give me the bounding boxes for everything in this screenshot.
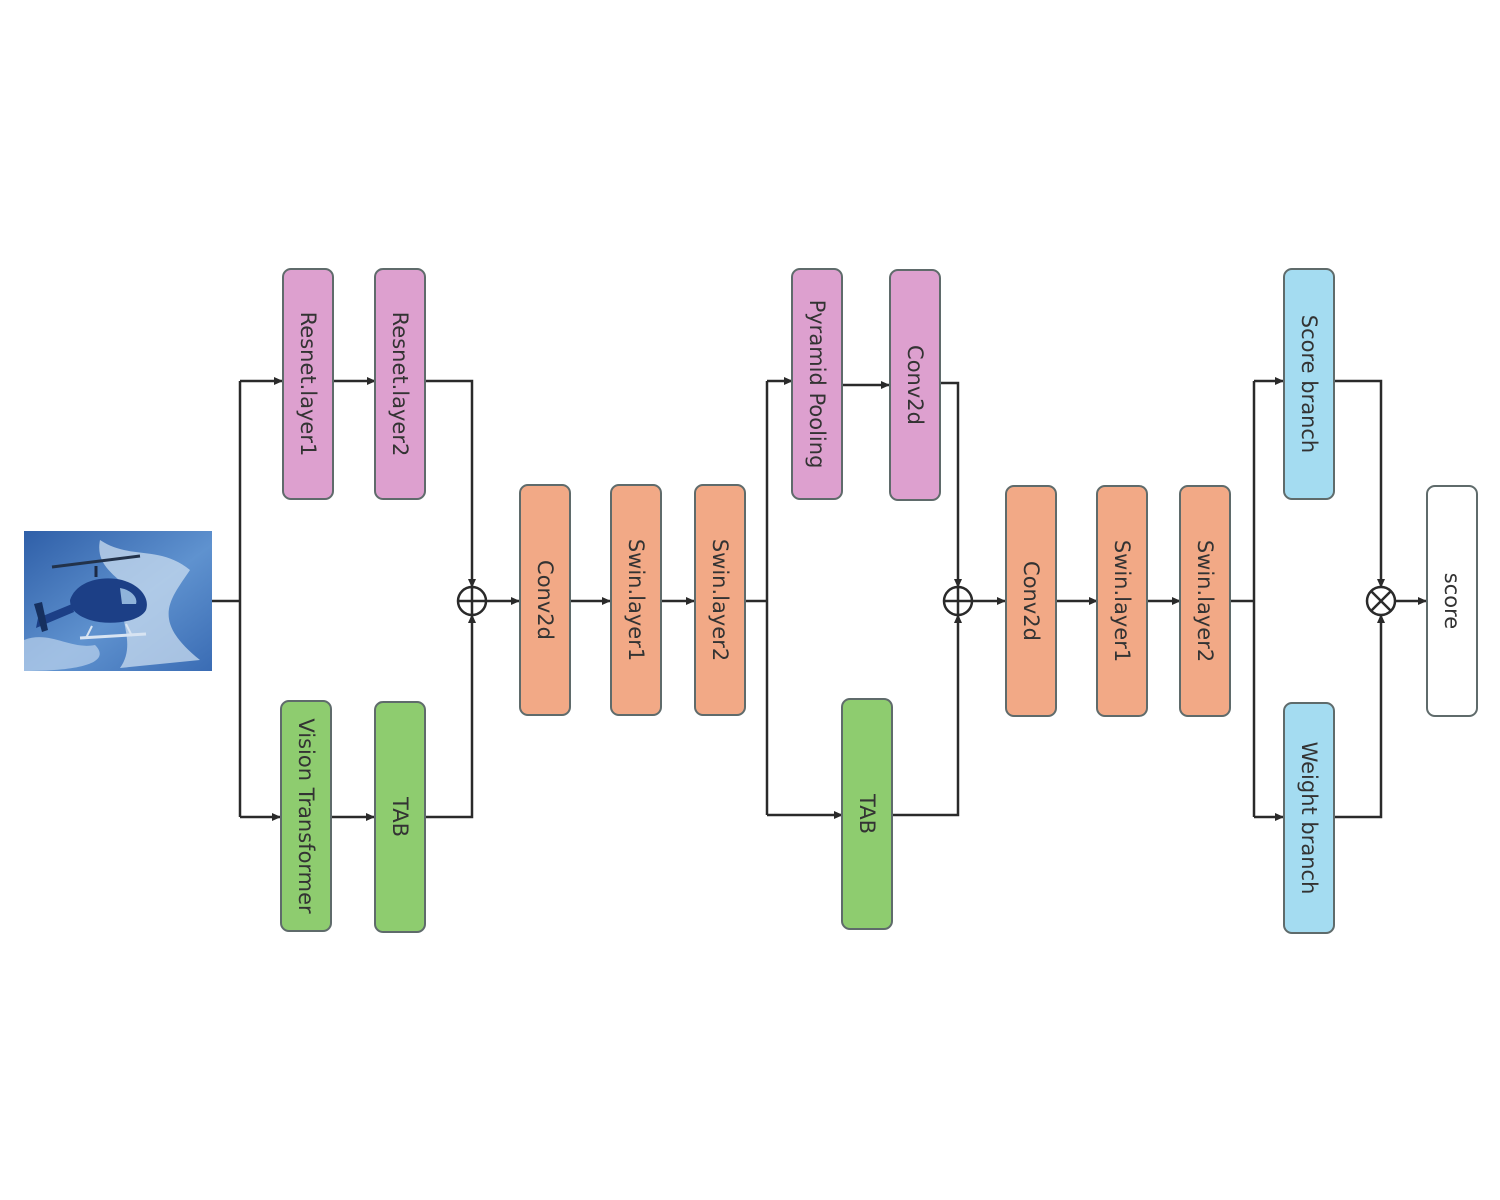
vision-transformer-box: Vision Transformer [280,700,332,932]
resnet-layer2-label: Resnet.layer2 [388,312,412,457]
swin-layer2-label-b: Swin.layer2 [1193,540,1217,662]
swin-layer1-box-a: Swin.layer1 [610,484,662,716]
score-output-label: score [1440,573,1464,629]
sum-operator-icon [456,585,488,617]
helicopter-icon [34,554,147,640]
swin-layer1-label-a: Swin.layer1 [624,539,648,661]
input-image [24,531,212,671]
conv2d-top-box: Conv2d [889,269,941,501]
conv2d-box-1: Conv2d [519,484,571,716]
swin-layer1-label-b: Swin.layer1 [1110,540,1134,662]
score-branch-box: Score branch [1283,268,1335,500]
resnet-layer1-box: Resnet.layer1 [282,268,334,500]
weight-branch-label: Weight branch [1297,742,1321,895]
swin-layer2-box-a: Swin.layer2 [694,484,746,716]
multiply-operator-icon [1365,585,1397,617]
conv2d-label-2: Conv2d [1019,561,1043,641]
conv2d-box-2: Conv2d [1005,485,1057,717]
sum-operator-icon-2 [942,585,974,617]
conv2d-label-1: Conv2d [533,560,557,640]
tab-label-1: TAB [388,796,412,837]
resnet-layer2-box: Resnet.layer2 [374,268,426,500]
vision-transformer-label: Vision Transformer [294,718,318,914]
image-clouds [99,540,200,668]
pyramid-pooling-box: Pyramid Pooling [791,268,843,500]
swin-layer2-label-a: Swin.layer2 [708,539,732,661]
score-output-box: score [1426,485,1478,717]
resnet-layer1-label: Resnet.layer1 [296,312,320,457]
tab-box-2: TAB [841,698,893,930]
tab-label-2: TAB [855,793,879,834]
tab-box-1: TAB [374,701,426,933]
swin-layer2-box-b: Swin.layer2 [1179,485,1231,717]
image-clouds-2 [24,637,100,671]
weight-branch-box: Weight branch [1283,702,1335,934]
swin-layer1-box-b: Swin.layer1 [1096,485,1148,717]
pyramid-pooling-label: Pyramid Pooling [805,300,829,469]
score-branch-label: Score branch [1297,315,1321,454]
connectors [212,377,1427,821]
conv2d-top-label: Conv2d [903,345,927,425]
